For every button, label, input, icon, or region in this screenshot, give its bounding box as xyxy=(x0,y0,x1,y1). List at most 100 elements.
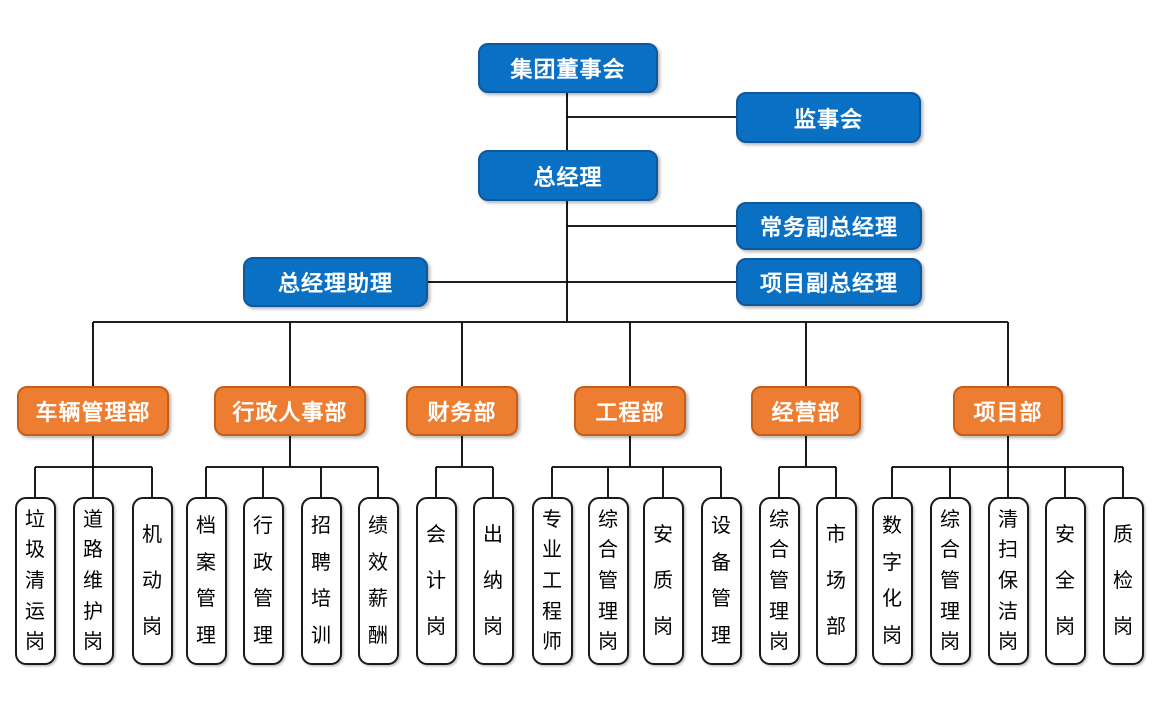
position-node-char: 清 xyxy=(998,508,1018,531)
position-node-char: 岗 xyxy=(1055,616,1075,638)
node-general-manager: 总经理 xyxy=(478,150,658,201)
position-node-char: 岗 xyxy=(769,631,789,654)
dept-node: 财务部 xyxy=(406,386,518,436)
position-node-char: 数 xyxy=(882,514,902,537)
position-node-char: 岗 xyxy=(940,631,960,654)
position-node-char: 理 xyxy=(253,625,273,648)
position-node: 会计岗 xyxy=(415,497,457,665)
dept-node: 工程部 xyxy=(574,386,686,436)
position-node: 设备管理 xyxy=(700,497,742,665)
position-node-char: 道 xyxy=(83,508,103,531)
position-node-char: 化 xyxy=(882,588,902,611)
position-node-char: 综 xyxy=(769,508,789,531)
position-node-char: 行 xyxy=(253,514,273,537)
position-node-char: 政 xyxy=(253,551,273,574)
position-node-char: 岗 xyxy=(142,616,162,638)
node-gm-assistant: 总经理助理 xyxy=(243,257,428,307)
position-node-char: 管 xyxy=(940,569,960,592)
position-node-char: 案 xyxy=(196,551,216,574)
position-node-char: 管 xyxy=(769,569,789,592)
position-node: 垃圾清运岗 xyxy=(14,497,56,665)
position-node-char: 岗 xyxy=(83,631,103,654)
position-node-char: 管 xyxy=(598,569,618,592)
node-board: 集团董事会 xyxy=(478,43,658,93)
position-node-char: 纳 xyxy=(483,570,503,592)
position-node-char: 安 xyxy=(1055,524,1075,546)
position-node-char: 岗 xyxy=(25,631,45,654)
position-node-char: 洁 xyxy=(998,600,1018,623)
position-node-char: 效 xyxy=(368,551,388,574)
position-node: 综合管理岗 xyxy=(929,497,971,665)
position-node: 绩效薪酬 xyxy=(357,497,399,665)
position-node: 档案管理 xyxy=(185,497,227,665)
position-node-char: 岗 xyxy=(598,631,618,654)
position-node-char: 理 xyxy=(598,600,618,623)
position-node-char: 综 xyxy=(940,508,960,531)
position-node-char: 场 xyxy=(826,570,846,592)
position-node-char: 合 xyxy=(940,539,960,562)
position-node-char: 机 xyxy=(142,524,162,546)
position-node-char: 质 xyxy=(653,570,673,592)
position-node-char: 检 xyxy=(1113,570,1133,592)
position-node: 出纳岗 xyxy=(472,497,514,665)
position-node-char: 管 xyxy=(196,588,216,611)
position-node-char: 安 xyxy=(653,524,673,546)
node-supervisory-board: 监事会 xyxy=(736,92,921,143)
position-node-char: 字 xyxy=(882,551,902,574)
position-node-char: 岗 xyxy=(1113,616,1133,638)
position-node: 综合管理岗 xyxy=(758,497,800,665)
position-node-char: 合 xyxy=(598,539,618,562)
position-node-char: 部 xyxy=(826,616,846,638)
position-node-char: 岗 xyxy=(483,616,503,638)
node-project-deputy-gm: 项目副总经理 xyxy=(736,258,922,306)
position-node-char: 绩 xyxy=(368,514,388,537)
position-node-char: 酬 xyxy=(368,625,388,648)
position-node-char: 档 xyxy=(196,514,216,537)
position-node-char: 师 xyxy=(542,631,562,654)
position-node-char: 业 xyxy=(542,539,562,562)
position-node-char: 合 xyxy=(769,539,789,562)
position-node-char: 岗 xyxy=(426,616,446,638)
position-node: 安全岗 xyxy=(1044,497,1086,665)
position-node-char: 出 xyxy=(483,524,503,546)
position-node-char: 理 xyxy=(940,600,960,623)
position-node: 市场部 xyxy=(815,497,857,665)
position-node: 清扫保洁岗 xyxy=(987,497,1029,665)
position-node: 数字化岗 xyxy=(871,497,913,665)
position-node-char: 管 xyxy=(711,588,731,611)
position-node-char: 程 xyxy=(542,600,562,623)
position-node-char: 路 xyxy=(83,539,103,562)
position-node-char: 质 xyxy=(1113,524,1133,546)
position-node-char: 理 xyxy=(196,625,216,648)
position-node-char: 薪 xyxy=(368,588,388,611)
node-executive-deputy-gm: 常务副总经理 xyxy=(736,202,922,250)
position-node-char: 运 xyxy=(25,600,45,623)
position-node-char: 专 xyxy=(542,508,562,531)
position-node-char: 护 xyxy=(83,600,103,623)
position-node-char: 管 xyxy=(253,588,273,611)
position-node: 质检岗 xyxy=(1102,497,1144,665)
position-node-char: 清 xyxy=(25,569,45,592)
position-node: 招聘培训 xyxy=(300,497,342,665)
position-node-char: 保 xyxy=(998,569,1018,592)
position-node-char: 聘 xyxy=(311,551,331,574)
position-node-char: 维 xyxy=(83,569,103,592)
position-node-char: 动 xyxy=(142,570,162,592)
position-node-char: 招 xyxy=(311,514,331,537)
position-node: 专业工程师 xyxy=(531,497,573,665)
position-node-char: 理 xyxy=(711,625,731,648)
position-node-char: 岗 xyxy=(882,625,902,648)
dept-node: 经营部 xyxy=(751,386,861,436)
position-node: 机动岗 xyxy=(131,497,173,665)
position-node-char: 备 xyxy=(711,551,731,574)
dept-node: 行政人事部 xyxy=(214,386,366,436)
position-node-char: 岗 xyxy=(998,631,1018,654)
position-node-char: 岗 xyxy=(653,616,673,638)
position-node: 道路维护岗 xyxy=(72,497,114,665)
position-node-char: 设 xyxy=(711,514,731,537)
position-node-char: 培 xyxy=(311,588,331,611)
position-node-char: 扫 xyxy=(998,539,1018,562)
position-node-char: 圾 xyxy=(25,539,45,562)
